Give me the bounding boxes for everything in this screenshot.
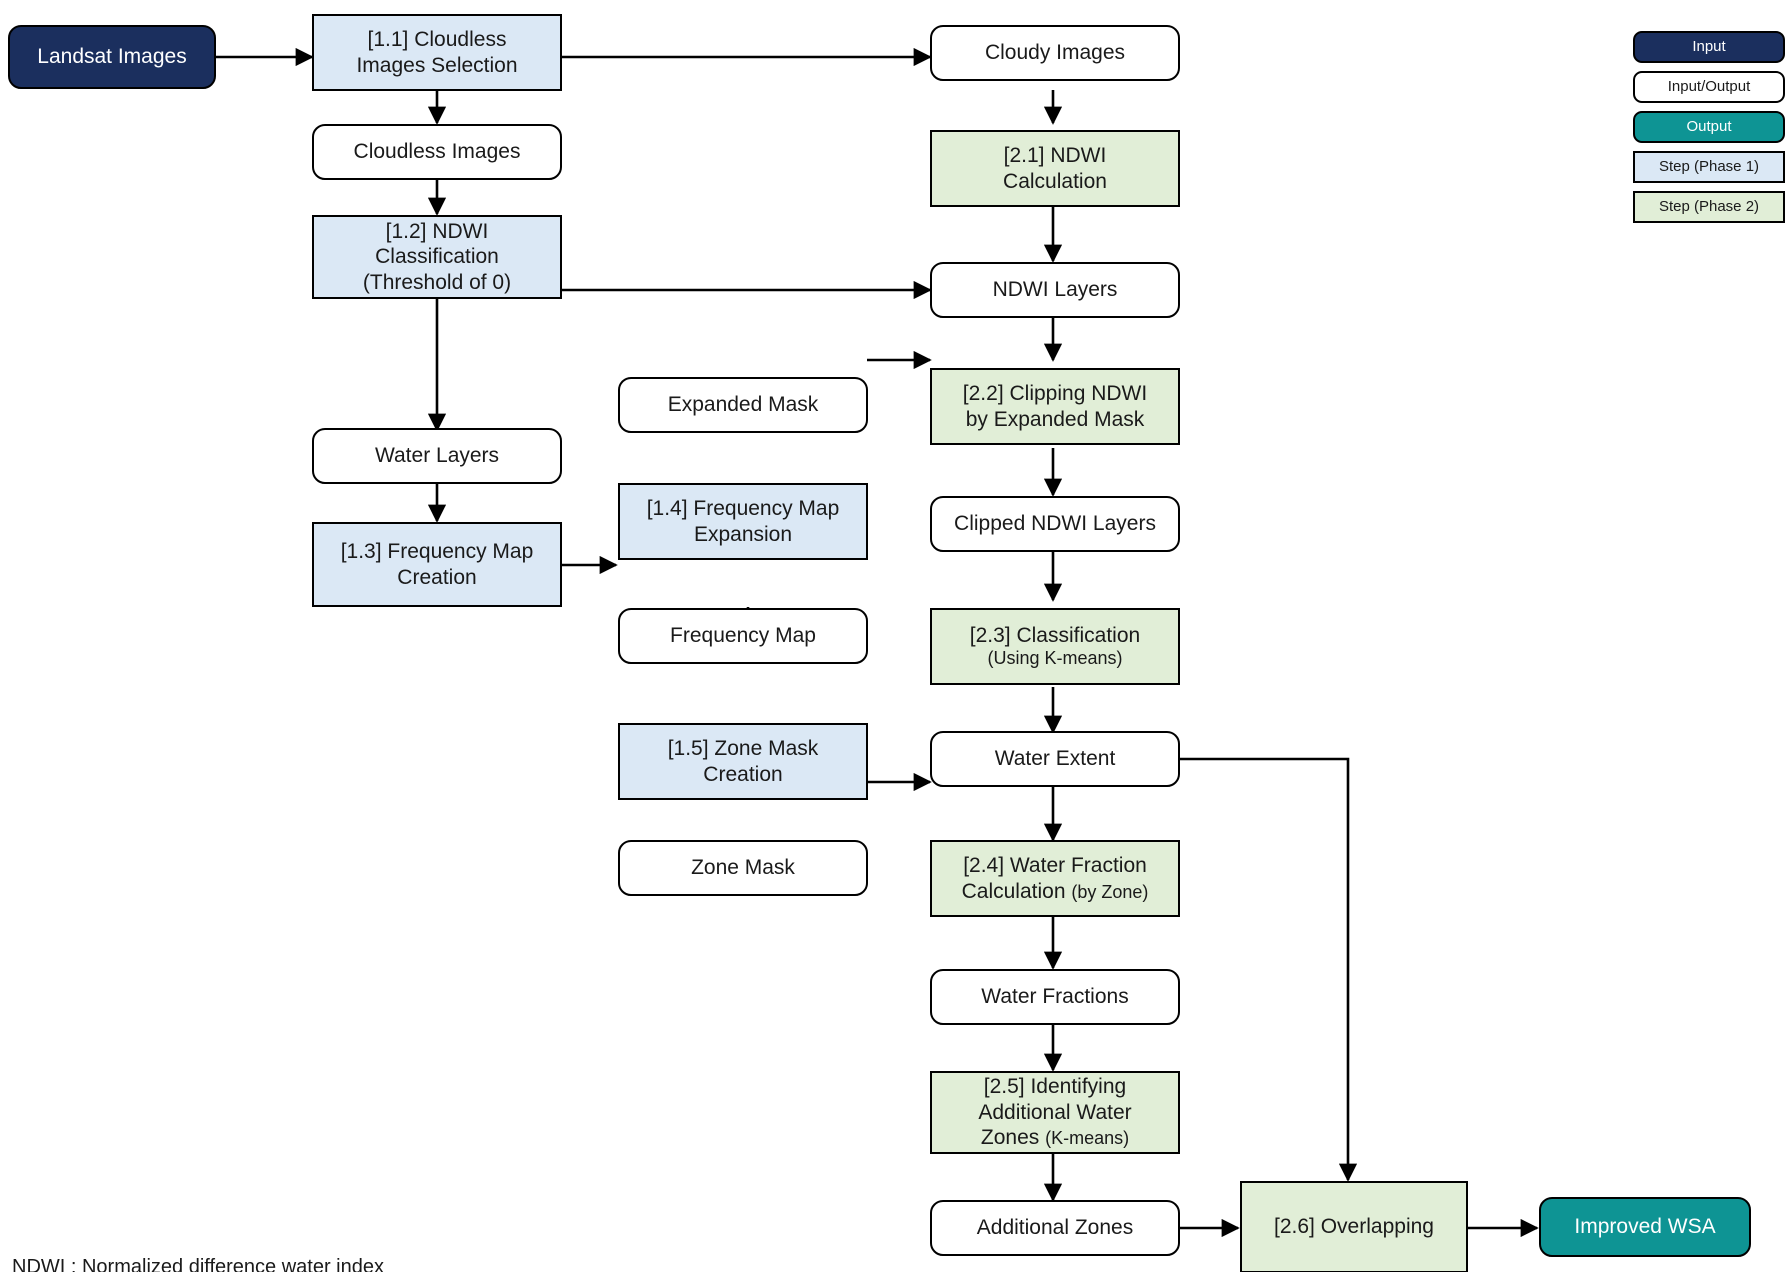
node-step-2-4[interactable]: [2.4] Water Fraction Calculation (by Zon… (930, 840, 1180, 917)
node-landsat-images[interactable]: Landsat Images (8, 25, 216, 89)
node-label-line2: Calculation (by Zone) (938, 879, 1172, 905)
node-step-1-2[interactable]: [1.2] NDWI Classification (Threshold of … (312, 215, 562, 299)
node-label: [1.1] Cloudless Images Selection (320, 27, 554, 78)
legend-item-output: Output (1633, 111, 1785, 143)
node-label: Water Layers (374, 444, 500, 468)
node-label-line2: Classification (375, 245, 499, 269)
node-label-line1: [2.4] Water Fraction (963, 853, 1147, 877)
footnote-ndwi: NDWI : Normalized difference water index (12, 1255, 384, 1272)
node-label: Improved WSA (1574, 1215, 1716, 1239)
node-improved-wsa[interactable]: Improved WSA (1539, 1197, 1751, 1257)
node-frequency-map[interactable]: Frequency Map (618, 608, 868, 664)
node-zone-mask[interactable]: Zone Mask (618, 840, 868, 896)
node-label: [2.6] Overlapping (1274, 1215, 1434, 1239)
node-cloudy-images[interactable]: Cloudy Images (930, 25, 1180, 81)
node-label-line2: (Using K-means) (987, 648, 1123, 669)
node-step-2-6[interactable]: [2.6] Overlapping (1240, 1181, 1468, 1272)
node-label-line1: [2.3] Classification (969, 623, 1141, 647)
node-water-extent[interactable]: Water Extent (930, 731, 1180, 787)
node-label: [2.3] Classification (Using K-means) (938, 623, 1172, 671)
node-label-line1: [2.2] Clipping NDWI (962, 381, 1148, 405)
node-label-line3-main: Zones (980, 1126, 1046, 1150)
node-step-1-5[interactable]: [1.5] Zone Mask Creation (618, 723, 868, 800)
node-label: Cloudless Images (353, 140, 521, 164)
node-label-line3: (Threshold of 0) (362, 270, 512, 294)
node-label-line2: by Expanded Mask (965, 407, 1145, 431)
node-label: Water Fractions (981, 985, 1129, 1009)
node-label-line2: Creation (397, 565, 477, 589)
node-label-line2: Images Selection (356, 53, 518, 77)
node-expanded-mask[interactable]: Expanded Mask (618, 377, 868, 433)
node-label: [1.5] Zone Mask Creation (626, 736, 860, 787)
node-label: [2.5] Identifying Additional Water Zones… (938, 1074, 1172, 1151)
node-label: NDWI Layers (992, 278, 1118, 302)
node-label-line2: Expansion (693, 522, 793, 546)
node-step-1-3[interactable]: [1.3] Frequency Map Creation (312, 522, 562, 607)
node-label-line1: [1.4] Frequency Map (646, 496, 840, 520)
node-label-line1: [2.5] Identifying (983, 1075, 1127, 1099)
node-label-line1: [2.1] NDWI (1003, 143, 1107, 167)
node-label: Water Extent (994, 747, 1116, 771)
node-label: [2.4] Water Fraction Calculation (by Zon… (938, 853, 1172, 904)
legend-item-label: Input (1692, 38, 1726, 55)
node-step-2-3[interactable]: [2.3] Classification (Using K-means) (930, 608, 1180, 685)
node-label: [2.2] Clipping NDWI by Expanded Mask (938, 381, 1172, 432)
node-label: Zone Mask (691, 856, 795, 880)
legend-item-step-phase-1: Step (Phase 1) (1633, 151, 1785, 183)
node-step-2-1[interactable]: [2.1] NDWI Calculation (930, 130, 1180, 207)
node-step-2-2[interactable]: [2.2] Clipping NDWI by Expanded Mask (930, 368, 1180, 445)
node-label: Clipped NDWI Layers (954, 512, 1156, 536)
legend: Input Input/Output Output Step (Phase 1)… (1633, 31, 1785, 231)
node-label-line2-sub: (by Zone) (1071, 881, 1149, 902)
node-additional-zones[interactable]: Additional Zones (930, 1200, 1180, 1256)
legend-item-label: Input/Output (1667, 78, 1751, 95)
node-label-line1: [1.1] Cloudless (367, 27, 507, 51)
edge-water-extent-to-2-6 (1177, 757, 1358, 1182)
node-step-1-1[interactable]: [1.1] Cloudless Images Selection (312, 14, 562, 91)
node-ndwi-layers[interactable]: NDWI Layers (930, 262, 1180, 318)
node-label-line2: Creation (703, 762, 783, 786)
node-label: [1.3] Frequency Map Creation (320, 539, 554, 590)
node-step-1-4[interactable]: [1.4] Frequency Map Expansion (618, 483, 868, 560)
node-label-line2: Additional Water (978, 1100, 1132, 1124)
node-label-line3: Zones (K-means) (938, 1125, 1172, 1151)
legend-item-step-phase-2: Step (Phase 2) (1633, 191, 1785, 223)
node-label: Additional Zones (976, 1216, 1134, 1240)
node-label: Frequency Map (670, 624, 816, 648)
node-label: Landsat Images (37, 45, 187, 69)
node-label: Cloudy Images (984, 41, 1126, 65)
node-label: [1.2] NDWI Classification (Threshold of … (320, 219, 554, 296)
node-label-line2-main: Calculation (961, 879, 1072, 903)
node-clipped-ndwi-layers[interactable]: Clipped NDWI Layers (930, 496, 1180, 552)
node-label-line1: [1.5] Zone Mask (667, 736, 819, 760)
footnotes: NDWI : Normalized difference water index… (12, 1196, 384, 1272)
legend-item-input-output: Input/Output (1633, 71, 1785, 103)
node-water-layers[interactable]: Water Layers (312, 428, 562, 484)
node-label-line1: [1.3] Frequency Map (340, 539, 534, 563)
legend-item-label: Step (Phase 1) (1658, 158, 1760, 175)
node-label: [1.4] Frequency Map Expansion (626, 496, 860, 547)
node-step-2-5[interactable]: [2.5] Identifying Additional Water Zones… (930, 1071, 1180, 1154)
legend-item-label: Step (Phase 2) (1658, 198, 1760, 215)
node-label: Expanded Mask (667, 393, 819, 417)
legend-item-label: Output (1686, 118, 1732, 135)
legend-item-input: Input (1633, 31, 1785, 63)
node-label-line1: [1.2] NDWI (385, 219, 489, 243)
node-label: [2.1] NDWI Calculation (938, 143, 1172, 194)
node-water-fractions[interactable]: Water Fractions (930, 969, 1180, 1025)
node-label-line2: Calculation (1003, 169, 1107, 193)
node-cloudless-images[interactable]: Cloudless Images (312, 124, 562, 180)
node-label-line3-sub: (K-means) (1045, 1128, 1130, 1149)
